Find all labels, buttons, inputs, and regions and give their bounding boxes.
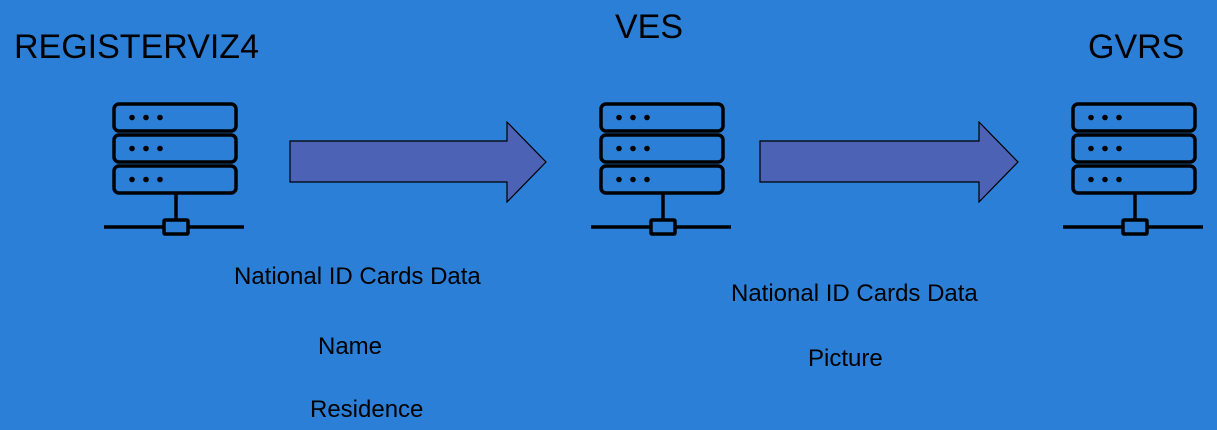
arrow-ves-to-gvrs bbox=[759, 121, 1019, 203]
transfer-1-heading: National ID Cards Data bbox=[234, 263, 481, 290]
server-network-icon bbox=[104, 102, 244, 236]
transfer-2-field-picture: Picture bbox=[808, 345, 883, 372]
transfer-1-field-name: Name bbox=[318, 333, 383, 360]
server-network-icon bbox=[591, 102, 731, 236]
transfer-1-field-residence: Residence bbox=[310, 396, 424, 423]
server-network-icon bbox=[1063, 102, 1203, 236]
node-title-ves: VES bbox=[615, 8, 684, 46]
arrow-registerviz4-to-ves bbox=[289, 121, 547, 203]
transfer-2-heading: National ID Cards Data bbox=[731, 280, 978, 307]
node-title-gvrs: GVRS bbox=[1088, 28, 1185, 66]
node-title-registerviz4: REGISTERVIZ4 bbox=[14, 28, 259, 66]
